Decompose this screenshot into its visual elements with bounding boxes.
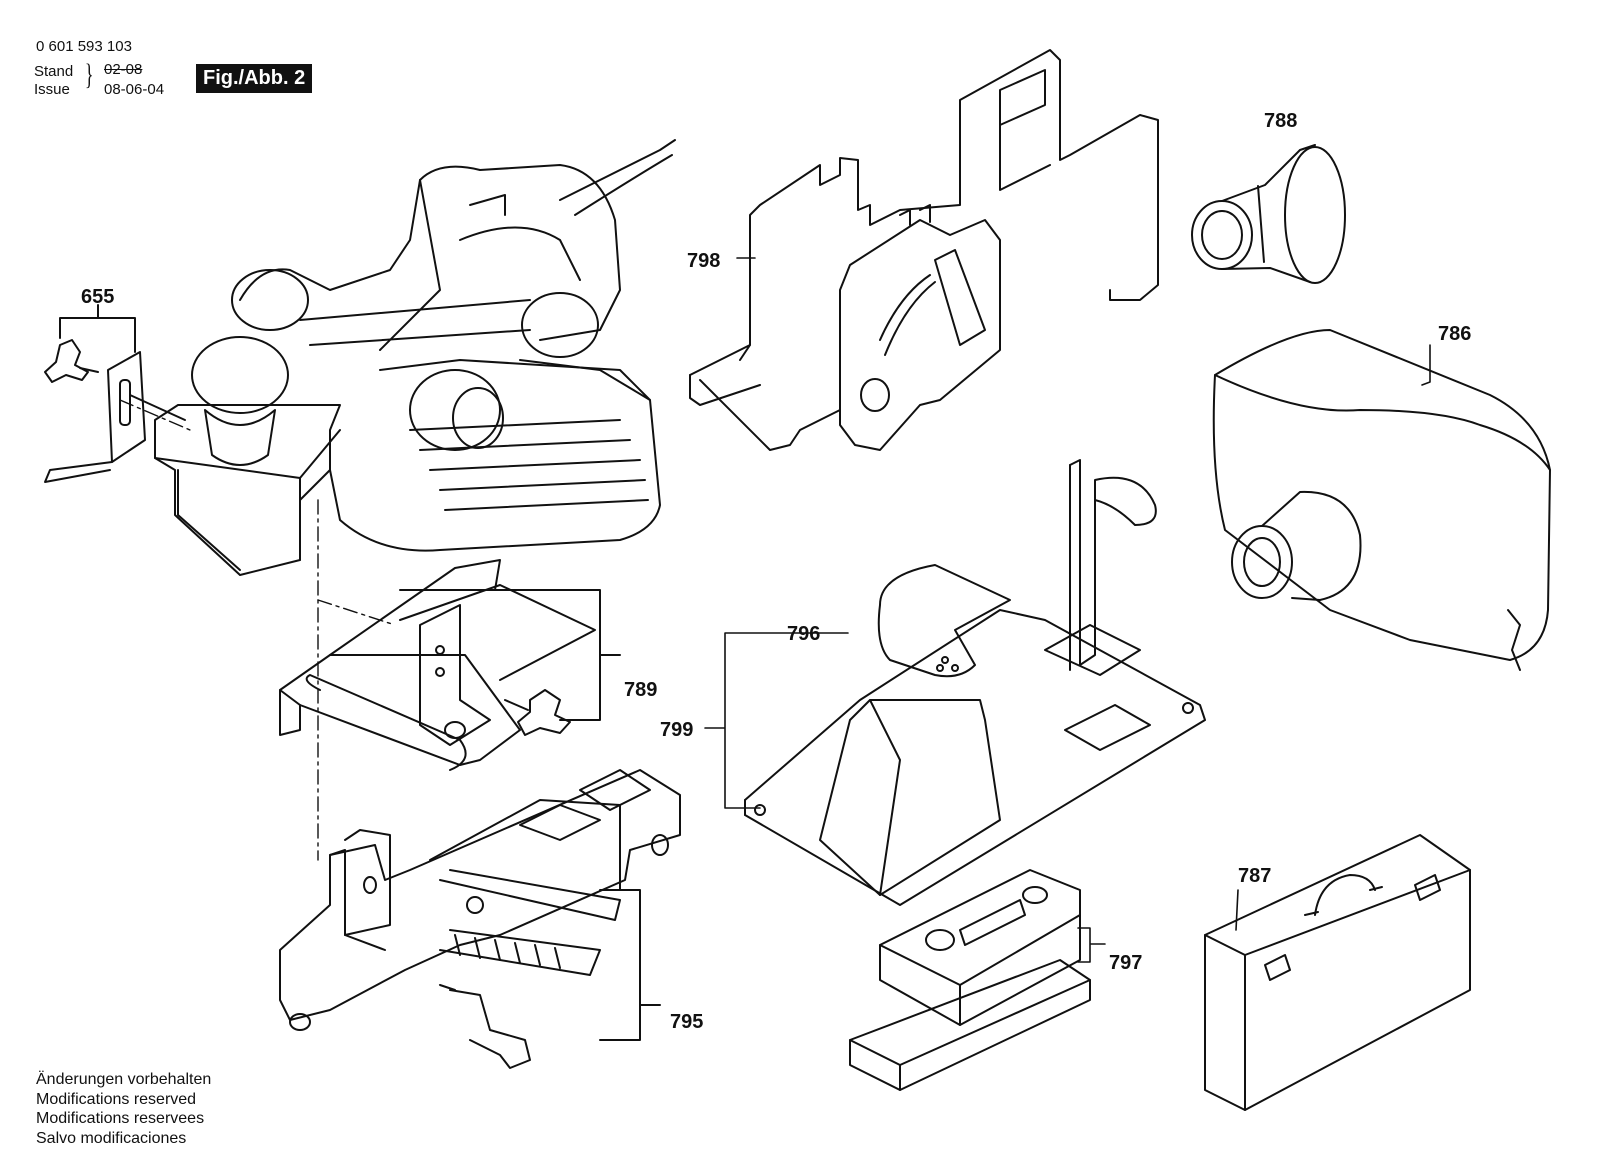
part-655-bracket bbox=[44, 304, 186, 483]
planer-tool-body bbox=[154, 139, 676, 576]
issue-label: Issue bbox=[34, 81, 70, 98]
label-797: 797 bbox=[1109, 952, 1142, 974]
part-788-adapter bbox=[1191, 144, 1346, 284]
stand-label: Stand bbox=[34, 63, 74, 80]
label-788: 788 bbox=[1264, 110, 1297, 132]
note-german: Änderungen vorbehalten bbox=[36, 1071, 212, 1088]
part-795-guide-assembly bbox=[279, 769, 681, 1069]
label-799: 799 bbox=[660, 719, 693, 741]
part-796-plate bbox=[877, 564, 1011, 678]
document-number: 0 601 593 103 bbox=[36, 38, 132, 55]
figure-label: Fig./Abb. 2 bbox=[196, 64, 313, 93]
note-english: Modifications reserved bbox=[36, 1090, 197, 1108]
label-789: 789 bbox=[624, 679, 657, 701]
assembly-guide-lines bbox=[119, 399, 396, 861]
part-799-planer-stand bbox=[744, 459, 1206, 906]
part-789-fence bbox=[279, 559, 621, 771]
callout-leader-lines bbox=[704, 257, 1431, 963]
part-786-dust-bag bbox=[1212, 329, 1551, 671]
part-797-foam-blocks bbox=[849, 869, 1091, 1091]
issue-date: 08-06-04 bbox=[104, 81, 165, 98]
label-787: 787 bbox=[1238, 865, 1271, 887]
part-798-parallel-guide bbox=[689, 49, 1159, 451]
part-787-carrying-case bbox=[1204, 834, 1471, 1111]
modifications-notice: Änderungen vorbehalten Modifications res… bbox=[36, 1070, 211, 1148]
label-795: 795 bbox=[670, 1011, 703, 1033]
stand-date-struck: 02-08 bbox=[104, 61, 143, 78]
brace-symbol: } bbox=[84, 58, 94, 91]
note-french: Modifications reservees bbox=[36, 1110, 205, 1127]
note-spanish: Salvo modificaciones bbox=[36, 1129, 187, 1147]
label-796: 796 bbox=[787, 623, 820, 645]
label-786: 786 bbox=[1438, 323, 1471, 345]
label-798: 798 bbox=[687, 250, 720, 272]
label-655: 655 bbox=[81, 286, 114, 308]
